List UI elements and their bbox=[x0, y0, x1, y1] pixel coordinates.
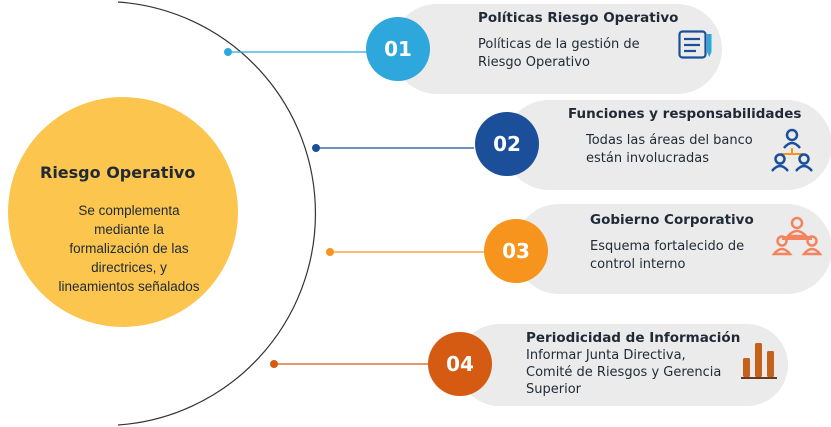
item-04-line: Informar Junta Directiva, bbox=[526, 348, 686, 363]
item-01-number: 01 bbox=[366, 17, 430, 81]
connector-dot-04 bbox=[270, 360, 278, 368]
item-01-description: Políticas de la gestión de Riesgo Operat… bbox=[478, 36, 640, 72]
item-03-line: control interno bbox=[590, 257, 686, 272]
meeting-group-icon bbox=[772, 216, 822, 256]
item-01-line: Riesgo Operativo bbox=[478, 55, 590, 70]
item-01-card bbox=[392, 4, 722, 94]
item-04-card bbox=[458, 324, 788, 406]
bar-chart-icon bbox=[741, 343, 777, 379]
connector-dot-03 bbox=[326, 248, 334, 256]
people-hierarchy-icon bbox=[771, 128, 813, 172]
item-02-title: Funciones y responsabilidades bbox=[568, 106, 802, 122]
item-03-line: Esquema fortalecido de bbox=[590, 239, 745, 254]
item-04-description: Informar Junta Directiva, Comité de Ries… bbox=[526, 347, 721, 398]
center-description: Se complementa mediante la formalización… bbox=[44, 201, 214, 296]
arc-line bbox=[117, 1, 316, 426]
center-line: lineamientos señalados bbox=[58, 279, 200, 294]
connector-dot-01 bbox=[224, 48, 232, 56]
item-04-number: 04 bbox=[428, 332, 492, 396]
center-line: formalización de las bbox=[69, 241, 189, 256]
item-03-number: 03 bbox=[484, 219, 548, 283]
center-line: mediante la bbox=[94, 222, 164, 237]
document-list-icon bbox=[678, 30, 712, 59]
item-02-card bbox=[504, 100, 831, 190]
item-03-description: Esquema fortalecido de control interno bbox=[590, 238, 744, 274]
center-line: directrices, y bbox=[91, 260, 167, 275]
center-circle bbox=[8, 97, 238, 327]
item-03-title: Gobierno Corporativo bbox=[590, 212, 754, 228]
item-02-line: están involucradas bbox=[586, 151, 710, 166]
item-02-number: 02 bbox=[475, 112, 539, 176]
item-04-line: Comité de Riesgos y Gerencia bbox=[526, 365, 722, 380]
connector-dot-02 bbox=[312, 144, 320, 152]
item-04-line: Superior bbox=[526, 382, 581, 397]
item-04-title: Periodicidad de Información bbox=[526, 330, 741, 346]
center-line: Se complementa bbox=[78, 203, 180, 218]
center-title: Riesgo Operativo bbox=[40, 163, 196, 182]
item-02-line: Todas las áreas del banco bbox=[586, 133, 753, 148]
item-01-line: Políticas de la gestión de bbox=[478, 37, 640, 52]
item-02-description: Todas las áreas del banco están involucr… bbox=[586, 132, 753, 168]
item-01-title: Políticas Riesgo Operativo bbox=[478, 10, 679, 26]
